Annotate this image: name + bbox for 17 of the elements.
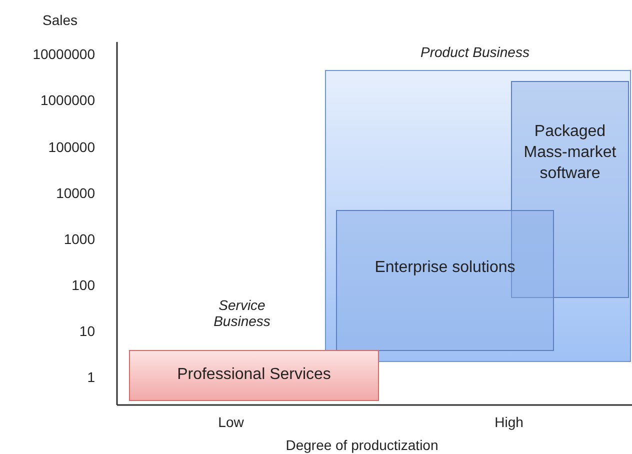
box-label: Enterprise solutions — [374, 258, 516, 278]
region-heading: Service Business — [212, 297, 272, 329]
tick-label: 10000 — [55, 185, 95, 201]
region-heading: Product Business — [420, 44, 530, 60]
tick-label: High — [494, 414, 524, 430]
axis-title: Sales — [41, 12, 79, 28]
tick-label: 1000000 — [39, 92, 95, 108]
box-label: Professional Services — [177, 365, 331, 386]
box-label: Packaged Mass-market software — [522, 122, 618, 184]
tick-label: 10000000 — [32, 46, 95, 62]
tick-label: 1000 — [62, 231, 95, 247]
tick-label: 100 — [70, 277, 95, 293]
tick-label: 10 — [78, 323, 95, 339]
tick-label: 1 — [86, 369, 95, 385]
tick-label: Low — [217, 414, 245, 430]
tick-label: 100000 — [47, 139, 95, 155]
axis-title: Degree of productization — [284, 437, 440, 453]
